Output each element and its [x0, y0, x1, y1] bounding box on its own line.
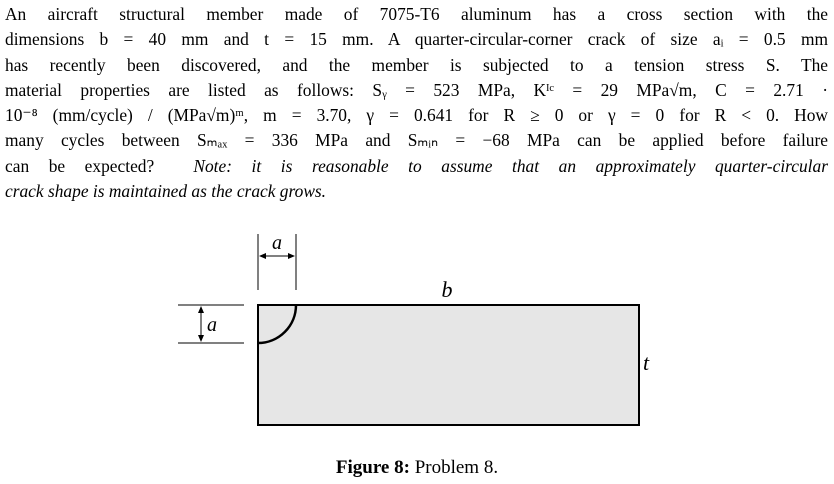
problem-line-4: material properties are listed as follow… [5, 79, 828, 100]
problem-line-5: 10⁻⁸ (mm/cycle) / (MPa√m)ᵐ, m = 3.70, γ … [5, 105, 828, 126]
cross-section-rect [257, 304, 640, 426]
dim-a-top-arrow-right [288, 253, 295, 259]
dim-b-label: b [442, 277, 453, 302]
problem-line-7: can be expected? Note: it is reasonable … [5, 154, 828, 179]
problem-statement: An aircraft structural member made of 70… [5, 2, 828, 204]
problem-question: can be expected? [5, 155, 155, 176]
dim-t-label: t [643, 350, 650, 375]
problem-line-3: has recently been discovered, and the me… [5, 54, 828, 75]
problem-note: Note: it is reasonable to assume that an… [193, 155, 828, 176]
problem-line-1: An aircraft structural member made of 70… [5, 4, 828, 24]
problem-line-6: many cycles between Sₘₐₓ = 336 MPa and S… [5, 130, 828, 151]
dim-a-top-arrow-left [259, 253, 266, 259]
dim-a-top-label: a [272, 232, 282, 254]
problem-line-2: dimensions b = 40 mm and t = 15 mm. A qu… [5, 29, 828, 50]
corner-crack-arc [257, 304, 298, 345]
dim-a-left-arrow-up [198, 306, 204, 313]
figure-caption-text: Problem 8. [414, 457, 499, 478]
figure-caption: Figure 8: Problem 8. [0, 457, 834, 479]
problem-line-8: crack shape is maintained as the crack g… [5, 181, 327, 202]
dim-a-left-arrow-down [198, 335, 204, 342]
figure-caption-number: Figure 8: [335, 457, 410, 478]
dim-a-left-label: a [207, 314, 217, 336]
